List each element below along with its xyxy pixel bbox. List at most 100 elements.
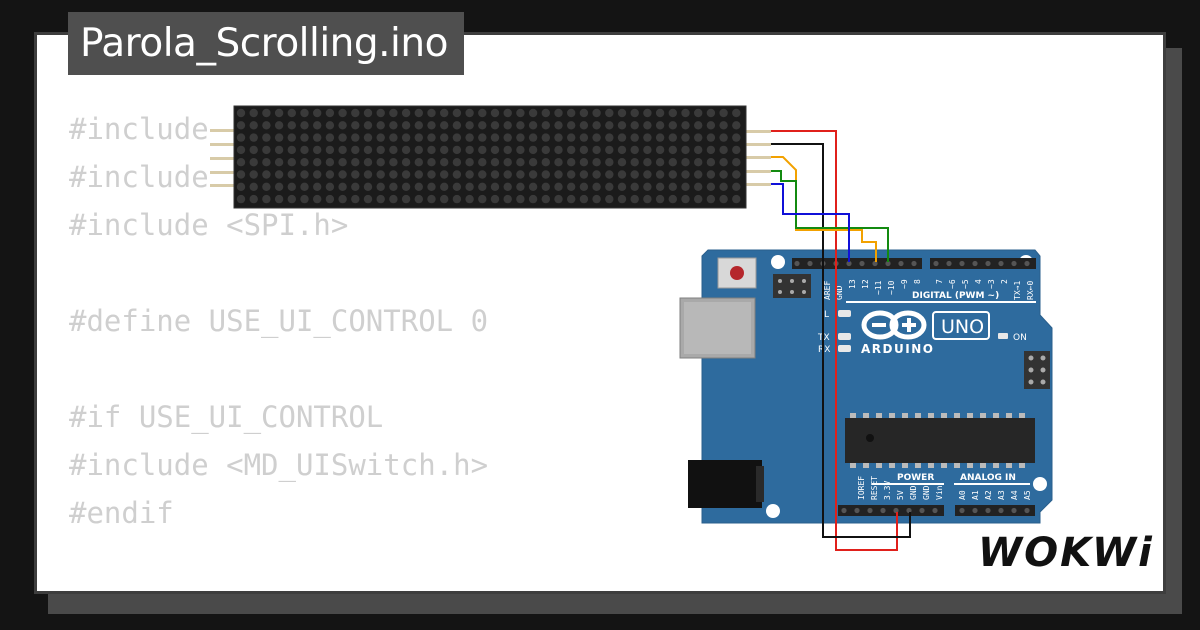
led-dot	[440, 145, 449, 155]
led-dot	[236, 108, 246, 118]
chip-pin	[954, 413, 960, 418]
led-dot	[478, 121, 487, 130]
led-dot	[249, 182, 258, 191]
led-rx	[838, 345, 851, 352]
mounting-hole	[771, 255, 785, 269]
led-dot	[668, 158, 677, 167]
led-dot	[694, 182, 703, 191]
led-dot	[274, 145, 284, 155]
led-dot	[567, 108, 576, 118]
led-dot	[478, 182, 487, 191]
led-dot	[478, 133, 487, 142]
power-underline	[872, 483, 944, 485]
led-dot	[249, 158, 258, 167]
led-dot	[389, 121, 398, 130]
header-hole	[859, 260, 865, 267]
led-dot	[274, 194, 284, 204]
header-hole	[841, 507, 847, 514]
led-dot	[605, 194, 614, 204]
header-hole	[911, 260, 917, 267]
pin-label: RX←0	[1026, 281, 1035, 300]
chip-pin	[993, 463, 999, 468]
led-dot	[554, 145, 563, 155]
header-hole	[1011, 260, 1017, 267]
led-dot	[401, 145, 411, 155]
led-dot	[452, 108, 462, 118]
led-matrix-module[interactable]	[233, 105, 747, 209]
led-dot	[262, 194, 271, 204]
led-dot	[681, 108, 690, 118]
pin-label: A5	[1023, 490, 1032, 500]
led-dot	[503, 133, 512, 142]
led-dot	[706, 133, 716, 142]
led-dot	[567, 194, 576, 204]
led-dot	[414, 158, 423, 167]
digital-underline	[846, 301, 1036, 303]
chip-pin	[941, 463, 947, 468]
led-dot	[541, 158, 550, 167]
led-dot	[338, 145, 347, 155]
led-dot	[592, 145, 601, 155]
led-dot	[490, 194, 500, 204]
header-hole	[885, 260, 891, 267]
header-hole	[959, 507, 965, 514]
led-dot	[389, 133, 398, 142]
led-dot	[681, 194, 690, 204]
led-dot	[554, 194, 563, 204]
led-dot	[732, 182, 741, 191]
led-dot	[567, 133, 576, 142]
led-dot	[325, 145, 335, 155]
led-dot	[655, 158, 665, 167]
code-line: #include <SPI.h>	[69, 208, 349, 242]
led-l	[838, 310, 851, 317]
led-dot	[579, 170, 589, 179]
led-dot	[706, 182, 716, 191]
reset-button-cap[interactable]	[730, 266, 744, 280]
led-dot	[655, 182, 665, 191]
led-dot	[592, 158, 601, 167]
led-dot	[643, 194, 652, 204]
led-dot	[414, 133, 423, 142]
led-dot	[554, 121, 563, 130]
led-dot	[579, 194, 589, 204]
led-dot	[617, 133, 627, 142]
header-hole	[998, 260, 1004, 267]
led-dot	[592, 170, 601, 179]
led-dot	[655, 121, 665, 130]
led-dot	[414, 108, 423, 118]
led-dot	[262, 145, 271, 155]
led-dot	[351, 158, 360, 167]
led-dot	[668, 194, 677, 204]
mounting-hole	[1033, 477, 1047, 491]
led-dot	[351, 182, 360, 191]
atmega-chip	[845, 413, 1035, 468]
led-dot	[681, 158, 690, 167]
led-dot	[338, 158, 347, 167]
uno-label: UNO	[941, 316, 984, 338]
led-dot	[554, 108, 563, 118]
led-dot	[630, 194, 639, 204]
header-hole	[880, 507, 886, 514]
led-dot	[440, 121, 449, 130]
arduino-uno-board[interactable]: AREF GND 13 12 ~11 ~10 ~9 8 7 ~6 ~5 4 ~3…	[679, 249, 1053, 524]
led-dot	[389, 108, 398, 118]
led-dot	[427, 121, 436, 130]
chip-pin	[876, 463, 882, 468]
led-dot	[719, 133, 728, 142]
pin-label: A2	[984, 490, 993, 500]
led-dot	[528, 121, 538, 130]
led-dot	[592, 194, 601, 204]
led-dot	[338, 108, 347, 118]
led-dot	[351, 170, 360, 179]
digital-header-left	[792, 258, 922, 269]
led-label-l: L	[824, 310, 829, 320]
led-dot	[363, 145, 373, 155]
led-dot	[414, 121, 423, 130]
led-dot	[363, 182, 373, 191]
led-dot	[478, 145, 487, 155]
led-dot	[617, 170, 627, 179]
power-jack	[688, 460, 762, 508]
led-dot	[363, 121, 373, 130]
led-dot	[655, 145, 665, 155]
led-dot	[274, 170, 284, 179]
